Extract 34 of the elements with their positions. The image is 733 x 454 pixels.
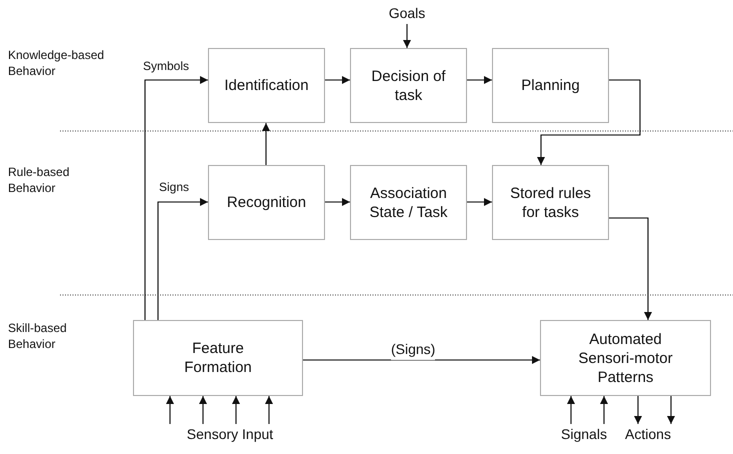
process-box: Planning	[492, 48, 609, 123]
io-label: Signals	[555, 424, 613, 444]
arrow	[144, 76, 208, 320]
arrow	[634, 396, 642, 424]
arrow	[467, 198, 492, 206]
arrow	[262, 123, 270, 165]
process-box: Identification	[208, 48, 325, 123]
level-label: Rule-based Behavior	[8, 164, 70, 196]
arrow	[157, 198, 208, 320]
arrow	[303, 356, 540, 364]
arrow	[325, 76, 350, 84]
arrow	[467, 76, 492, 84]
level-label: Knowledge-based Behavior	[8, 47, 106, 79]
arrow	[232, 396, 240, 424]
arrow	[403, 24, 411, 48]
process-box: Feature Formation	[133, 320, 303, 396]
io-label: Actions	[617, 424, 679, 444]
arrow	[166, 396, 174, 424]
process-box: Association State / Task	[350, 165, 467, 240]
process-box: Decision of task	[350, 48, 467, 123]
arrow	[199, 396, 207, 424]
io-label: Goals	[382, 2, 432, 24]
arrow	[537, 79, 641, 165]
arrow	[667, 396, 675, 424]
process-box: Automated Sensori-motor Patterns	[540, 320, 711, 396]
arrow	[609, 217, 652, 320]
level-label: Skill-based Behavior	[8, 320, 68, 352]
process-box: Recognition	[208, 165, 325, 240]
io-label: Sensory Input	[160, 424, 300, 444]
arrow	[600, 396, 608, 424]
arrow	[325, 198, 350, 206]
arrow	[567, 396, 575, 424]
process-box: Stored rules for tasks	[492, 165, 609, 240]
arrow	[265, 396, 273, 424]
